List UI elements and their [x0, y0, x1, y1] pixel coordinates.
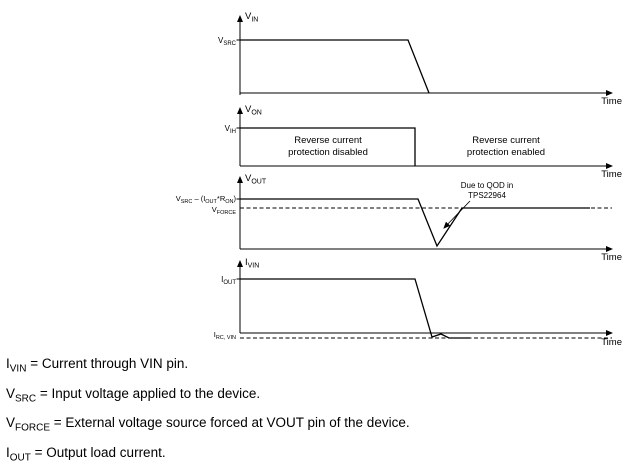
definition-ivin-text: = Current through VIN pin.	[26, 356, 189, 371]
definition-iout-text: = Output load current.	[30, 445, 166, 461]
vout-vforce-label: VFORCE	[212, 205, 237, 216]
von-time-label: Time	[601, 169, 622, 180]
vin-time-label: Time	[601, 96, 622, 107]
ivin-time-label: Time	[601, 337, 622, 348]
symbol-vforce: VFORCE	[6, 415, 51, 435]
definitions: IVIN = Current through VIN pin. VSRC = I…	[6, 356, 410, 475]
von-axis-label: VON	[245, 104, 262, 117]
ivin-ircvin-label: IRC, VIN	[214, 330, 236, 341]
von-waveform	[240, 127, 416, 166]
ivin-axis-label: IVIN	[245, 257, 259, 270]
vin-waveform	[240, 39, 430, 94]
ivin-iout-label: IOUT	[221, 275, 236, 286]
symbol-ivin: IVIN	[6, 356, 27, 375]
definition-vforce: VFORCE = External voltage source forced …	[6, 415, 410, 436]
vout-time-label: Time	[601, 252, 622, 263]
symbol-iout: IOUT	[6, 445, 31, 464]
vout-annotation-arrow	[443, 200, 471, 229]
definition-vsrc: VSRC = Input voltage applied to the devi…	[6, 386, 410, 407]
definition-ivin: IVIN = Current through VIN pin.	[6, 356, 410, 377]
symbol-vsrc: VSRC	[6, 385, 37, 405]
vout-axis-label: VOUT	[245, 173, 267, 186]
von-vih-label: VIH	[225, 124, 236, 135]
vout-waveform	[240, 198, 590, 248]
plot-vin: VIN VSRC Time	[218, 11, 622, 107]
ivin-waveform	[240, 278, 470, 339]
definition-iout: IOUT = Output load current.	[6, 445, 410, 466]
plot-vout: VOUT VSRC – (IOUT*RON) VFORCE Due to QOD…	[176, 173, 622, 263]
vout-level1-label: VSRC – (IOUT*RON)	[176, 194, 237, 205]
plot-ivin: IVIN IOUT IRC, VIN Time	[214, 257, 622, 348]
vin-vsrc-label: VSRC	[218, 36, 237, 47]
definition-vsrc-text: = Input voltage applied to the device.	[36, 385, 261, 401]
vin-axis-label: VIN	[245, 11, 258, 24]
definition-vforce-text: = External voltage source forced at VOUT…	[50, 415, 410, 431]
